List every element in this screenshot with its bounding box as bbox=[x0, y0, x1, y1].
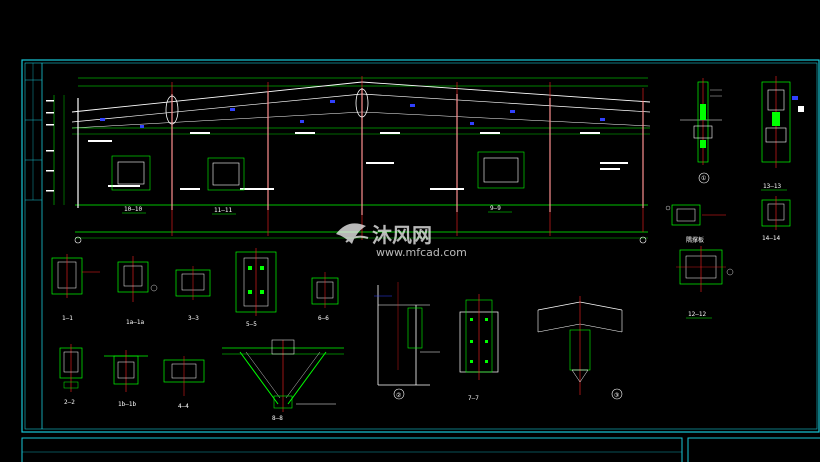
caption-section-12: 12—12 bbox=[688, 311, 706, 318]
detail-section-5 bbox=[235, 248, 277, 316]
detail-section-6 bbox=[311, 272, 339, 308]
caption-section-1a: 1a—1a bbox=[126, 319, 144, 326]
caption-section-5: 5—5 bbox=[246, 321, 257, 328]
caption-section-1b: 1b—1b bbox=[118, 401, 136, 408]
caption-section-7: 7—7 bbox=[468, 395, 479, 402]
caption-section-3: 3—3 bbox=[188, 315, 199, 322]
detail-section-1a bbox=[117, 256, 158, 302]
detail-section-4 bbox=[163, 356, 205, 396]
portal-frame-elevation bbox=[46, 76, 651, 244]
detail-section-7 bbox=[459, 294, 499, 380]
detail-section-2 bbox=[59, 344, 83, 392]
caption-gusset-plate: 隅撑板 bbox=[686, 236, 704, 244]
watermark: 沐风网 www.mfcad.com bbox=[336, 223, 467, 259]
detail-section-14 bbox=[761, 196, 791, 230]
caption-section-1: 1—1 bbox=[62, 315, 73, 322]
watermark-url: www.mfcad.com bbox=[376, 246, 467, 259]
caption-detail-3: ③ bbox=[614, 392, 619, 399]
detail-section-3 bbox=[175, 266, 211, 300]
caption-detail-1: ① bbox=[701, 175, 706, 182]
detail-section-1b bbox=[104, 350, 148, 392]
caption-section-13: 13—13 bbox=[763, 183, 781, 190]
detail-ridge-3 bbox=[537, 296, 623, 400]
detail-column-base-2 bbox=[374, 282, 440, 400]
detail-section-1 bbox=[51, 254, 100, 298]
caption-section-4: 4—4 bbox=[178, 403, 189, 410]
detail-section-13 bbox=[761, 76, 804, 168]
mfcad-logo-icon bbox=[336, 223, 369, 244]
detail-column-section bbox=[680, 78, 722, 184]
detail-section-12 bbox=[676, 246, 734, 292]
caption-detail-2: ② bbox=[396, 392, 401, 399]
detail-gusset-plate bbox=[665, 204, 726, 226]
watermark-brand: 沐风网 bbox=[372, 223, 432, 247]
caption-section-14: 14—14 bbox=[762, 235, 780, 242]
sheet-frame bbox=[21, 59, 820, 462]
caption-section-2: 2—2 bbox=[64, 399, 75, 406]
caption-section-9: 9—9 bbox=[490, 205, 501, 212]
detail-section-8 bbox=[222, 339, 344, 412]
caption-section-10: 10—10 bbox=[124, 206, 142, 213]
caption-section-8: 8—8 bbox=[272, 415, 283, 422]
caption-section-11: 11—11 bbox=[214, 207, 232, 214]
caption-section-6: 6—6 bbox=[318, 315, 329, 322]
